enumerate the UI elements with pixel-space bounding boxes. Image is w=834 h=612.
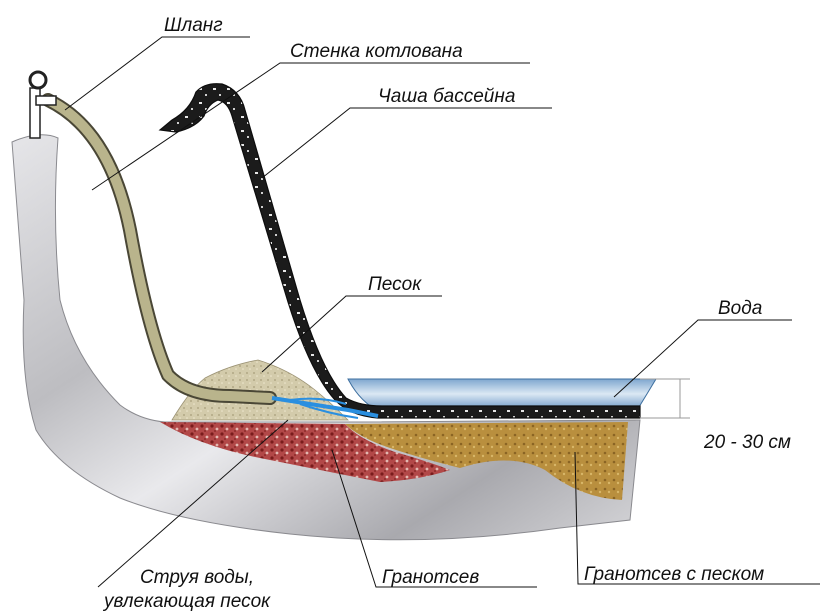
- label-sand: Песок: [368, 274, 422, 295]
- label-depth: 20 - 30 см: [703, 432, 791, 453]
- faucet-icon: [30, 72, 56, 138]
- label-granite-screenings-sand: Гранотсев с песком: [584, 564, 764, 585]
- label-water-jet-line2: увлекающая песок: [102, 591, 271, 612]
- label-granite-screenings: Гранотсев: [382, 567, 479, 588]
- label-hose: Шланг: [164, 15, 223, 36]
- label-water-jet-line1: Струя воды,: [140, 567, 254, 588]
- label-pit-wall: Стенка котлована: [290, 41, 463, 62]
- label-water: Вода: [718, 298, 762, 319]
- ground-body: [12, 135, 640, 540]
- label-pool-bowl: Чаша бассейна: [378, 86, 515, 107]
